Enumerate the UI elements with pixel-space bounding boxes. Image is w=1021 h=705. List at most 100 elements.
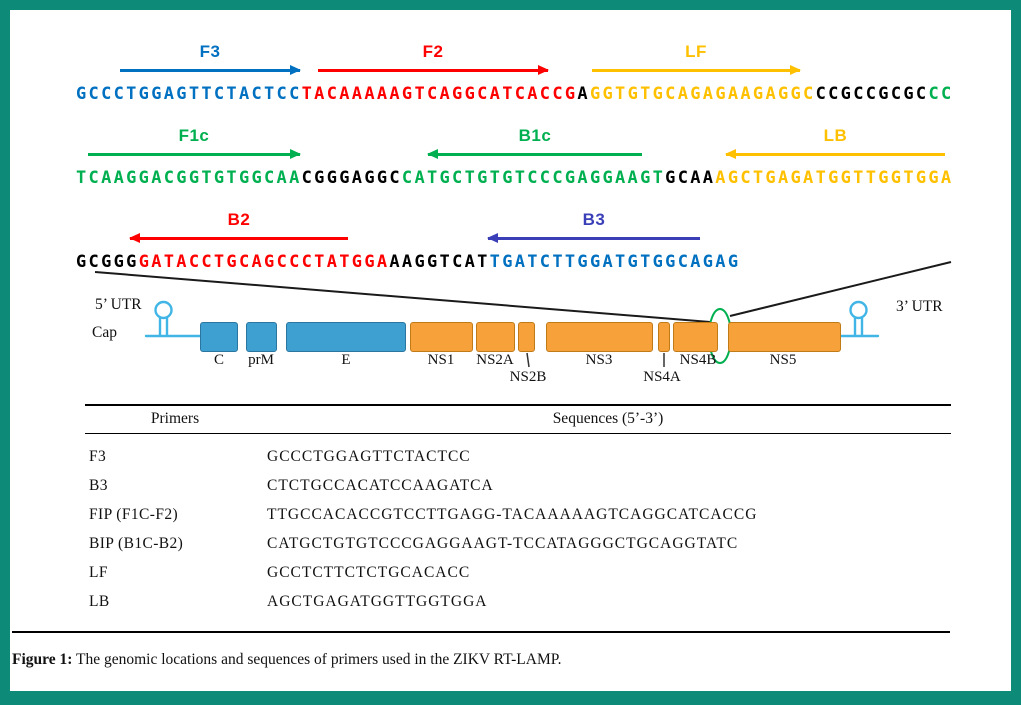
f3-arrow-icon	[120, 69, 300, 72]
primer-arrow-b3: B3	[488, 210, 700, 240]
alignment-row-3: B2 B3 GCGGGGATACCTGCAGCCCTATGGAAAGGTCATT…	[76, 196, 986, 276]
lb-arrow-icon	[726, 153, 945, 156]
genome-map: 5’ UTR Cap 3’ UTR C prM E NS1 NS2A NS2B …	[10, 252, 1011, 397]
primer-label-f1c: F1c	[178, 126, 210, 145]
gene-label-ns4a: NS4A	[643, 369, 681, 385]
primer-label-b2: B2	[227, 210, 251, 229]
sequence-segment-red: TACAAAAAGTCAGGCATCACCG	[301, 84, 578, 104]
sequence-cell: CATGCTGTGTCCCGAGGAAGT-TCCATAGGGCTGCAGGTA…	[267, 534, 739, 552]
alignment-row-1: F3 F2 LF GCCCTGGAGTTCTACTCCTACAAAAAGTCAG…	[76, 28, 986, 108]
primer-label-lb: LB	[823, 126, 848, 145]
table-row-lf: LF GCCTCTTCTCTGCACACC	[85, 558, 951, 587]
primer-arrow-f3: F3	[120, 42, 300, 72]
sequence-line-2: TCAAGGACGGTGTGGCAACGGGAGGCCATGCTGTGTCCCG…	[76, 168, 953, 188]
gene-box-c	[200, 322, 238, 352]
sequence-segment-blue: GCCCTGGAGTTCTACTCC	[76, 84, 302, 104]
table-header-primers: Primers	[150, 410, 200, 427]
table-header-row: Primers Sequences (5’-3’)	[85, 406, 951, 434]
figure-content: F3 F2 LF GCCCTGGAGTTCTACTCCTACAAAAAGTCAG…	[10, 10, 1011, 691]
sequence-segment-green: CC	[928, 84, 954, 104]
table-row-bip: BIP (B1C-B2) CATGCTGTGTCCCGAGGAAGT-TCCAT…	[85, 529, 951, 558]
primer-table: Primers Sequences (5’-3’) F3 GCCCTGGAGTT…	[85, 404, 951, 616]
five-prime-loop-icon	[154, 300, 173, 320]
sequence-cell: AGCTGAGATGGTTGGTGGA	[267, 592, 488, 610]
f1c-arrow-icon	[88, 153, 300, 156]
gene-box-ns1	[410, 322, 473, 352]
primer-arrow-b1c: B1c	[428, 126, 642, 156]
primer-name-cell: B3	[89, 476, 108, 494]
gene-label-ns3: NS3	[585, 352, 613, 368]
primer-arrow-f1c: F1c	[88, 126, 300, 156]
zoom-connector-left-line	[94, 271, 711, 323]
sequence-cell: CTCTGCCACATCCAAGATCA	[267, 476, 494, 494]
primer-alignment-diagram: F3 F2 LF GCCCTGGAGTTCTACTCCTACAAAAAGTCAG…	[76, 10, 986, 272]
figure-caption: Figure 1: The genomic locations and sequ…	[12, 651, 562, 669]
f2-arrow-icon	[318, 69, 548, 72]
sequence-cell: GCCTCTTCTCTGCACACC	[267, 563, 471, 581]
zoom-connector-right-line	[729, 261, 952, 317]
gene-label-c: C	[213, 352, 224, 368]
sequence-line-1: GCCCTGGAGTTCTACTCCTACAAAAAGTCAGGCATCACCG…	[76, 84, 954, 104]
b1c-arrow-icon	[428, 153, 642, 156]
primer-label-lf: LF	[685, 42, 707, 61]
primer-label-f2: F2	[422, 42, 444, 61]
three-prime-loop-icon	[849, 300, 868, 320]
gene-box-ns2b	[518, 322, 535, 352]
sequence-segment-black: CCGCCGCGC	[815, 84, 929, 104]
primer-arrow-lb: LB	[726, 126, 945, 156]
primer-arrow-lf: LF	[592, 42, 800, 72]
gene-box-ns4a	[658, 322, 670, 352]
primer-label-b1c: B1c	[518, 126, 552, 145]
sequence-segment-black: GCAA	[665, 168, 716, 188]
gene-box-ns3	[546, 322, 653, 352]
sequence-segment-green: TCAAGGACGGTGTGGCAA	[76, 168, 302, 188]
sequence-line-3: GCGGGGATACCTGCAGCCCTATGGAAAGGTCATTGATCTT…	[76, 252, 740, 272]
b3-arrow-icon	[488, 237, 700, 240]
sequence-segment-green: CATGCTGTGTCCCGAGGAAGT	[401, 168, 666, 188]
table-row-f3: F3 GCCCTGGAGTTCTACTCC	[85, 442, 951, 471]
figure-caption-label: Figure 1:	[12, 651, 73, 668]
sequence-segment-yellow: AGCTGAGATGGTTGGTGGA	[715, 168, 954, 188]
sequence-segment-blue: TGATCTTGGATGTGGCAGAG	[489, 252, 741, 272]
five-prime-stemloop-icon	[144, 316, 202, 338]
table-header-sequences: Sequences (5’-3’)	[552, 410, 664, 427]
primer-name-cell: LF	[89, 563, 108, 581]
primer-label-f3: F3	[199, 42, 221, 61]
gene-label-ns5: NS5	[769, 352, 797, 368]
three-prime-stemloop-icon	[839, 316, 880, 338]
table-row-lb: LB AGCTGAGATGGTTGGTGGA	[85, 587, 951, 616]
lf-arrow-icon	[592, 69, 800, 72]
sequence-cell: GCCCTGGAGTTCTACTCC	[267, 447, 471, 465]
primer-name-cell: F3	[89, 447, 107, 465]
sequence-segment-yellow: GGTGTGCAGAGAAGAGGC	[589, 84, 816, 104]
primer-arrow-f2: F2	[318, 42, 548, 72]
cap-label: Cap	[92, 324, 117, 341]
table-row-fip: FIP (F1C-F2) TTGCCACACCGTCCTTGAGG-TACAAA…	[85, 500, 951, 529]
primer-name-cell: LB	[89, 592, 110, 610]
gene-label-prm: prM	[248, 352, 274, 368]
five-prime-utr-label: 5’ UTR	[95, 296, 142, 313]
genome-map-overlay	[94, 261, 952, 368]
gene-box-ns2a	[476, 322, 515, 352]
gene-label-ns1: NS1	[427, 352, 455, 368]
gene-label-ns4b: NS4B	[679, 352, 717, 368]
primer-name-cell: FIP (F1C-F2)	[89, 505, 179, 523]
primer-label-b3: B3	[582, 210, 606, 229]
alignment-row-2: F1c B1c LB TCAAGGACGGTGTGGCAACGGGAGGCCAT…	[76, 112, 986, 192]
gene-box-prm	[246, 322, 277, 352]
three-prime-utr-label: 3’ UTR	[896, 298, 943, 315]
ns2b-tick-line	[526, 352, 530, 368]
sequence-segment-black: GCGGG	[76, 252, 139, 272]
figure-caption-text: The genomic locations and sequences of p…	[72, 651, 562, 668]
b2-arrow-icon	[130, 237, 348, 240]
sequence-segment-red: GATACCTGCAGCCCTATGGA	[138, 252, 390, 272]
sequence-segment-black: A	[577, 84, 590, 104]
primer-arrow-b2: B2	[130, 210, 348, 240]
gene-label-ns2b: NS2B	[509, 369, 547, 385]
gene-box-e	[286, 322, 406, 352]
sequence-segment-black: CGGGAGGC	[301, 168, 402, 188]
table-bottom-rule	[12, 631, 950, 633]
gene-box-ns5	[728, 322, 841, 352]
table-row-b3: B3 CTCTGCCACATCCAAGATCA	[85, 471, 951, 500]
